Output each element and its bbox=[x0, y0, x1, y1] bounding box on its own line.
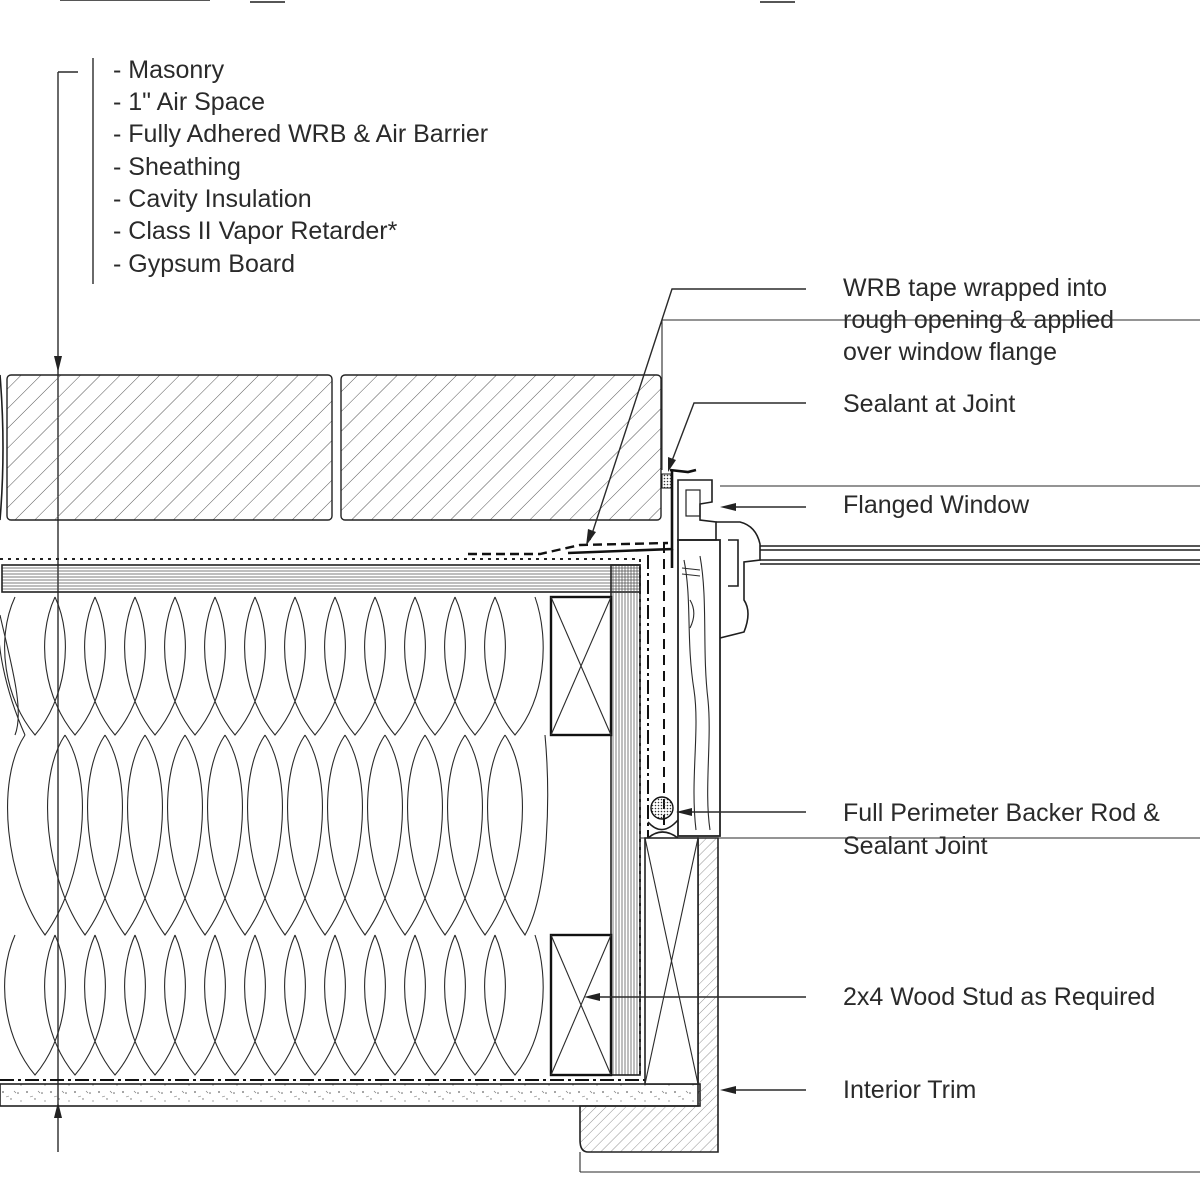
callout-sealant-joint: Sealant at Joint bbox=[843, 390, 1015, 418]
interior-trim bbox=[579, 837, 719, 1153]
layer-sheathing: - Sheathing bbox=[113, 153, 241, 181]
dimension-line bbox=[54, 71, 78, 1152]
layer-wrb-air-barrier: - Fully Adhered WRB & Air Barrier bbox=[113, 120, 488, 148]
layer-vapor-retarder: - Class II Vapor Retarder* bbox=[113, 217, 398, 245]
top-edge-marks bbox=[60, 0, 795, 3]
extension-lines bbox=[579, 319, 1200, 1173]
backer-rod-sealant bbox=[647, 796, 679, 839]
window-frame bbox=[677, 479, 1200, 639]
wrb-tape bbox=[468, 541, 669, 830]
layer-masonry: - Masonry bbox=[113, 56, 225, 84]
callout-wrb-tape-line2: rough opening & applied bbox=[843, 306, 1114, 334]
callout-wrb-tape-line1: WRB tape wrapped into bbox=[843, 274, 1107, 302]
sheathing bbox=[1, 564, 641, 1076]
callout-wood-stud: 2x4 Wood Stud as Required bbox=[843, 983, 1155, 1011]
window-flange bbox=[567, 468, 697, 568]
masonry-veneer bbox=[0, 374, 662, 521]
window-jamb-extension bbox=[677, 539, 721, 837]
callout-interior-trim: Interior Trim bbox=[843, 1076, 976, 1104]
jamb-stud bbox=[644, 837, 699, 1085]
cavity-insulation bbox=[0, 596, 549, 1076]
callout-backer-rod-line1: Full Perimeter Backer Rod & bbox=[843, 799, 1160, 827]
callout-leaders bbox=[584, 288, 806, 1094]
gypsum-board bbox=[0, 1083, 701, 1107]
wrb-air-barrier bbox=[0, 558, 641, 1075]
callout-backer-rod-line2: Sealant Joint bbox=[843, 832, 988, 860]
callout-wrb-tape-line3: over window flange bbox=[843, 338, 1057, 366]
callout-labels: WRB tape wrapped into rough opening & ap… bbox=[843, 274, 1160, 1104]
callout-flanged-window: Flanged Window bbox=[843, 491, 1030, 519]
layer-air-space: - 1" Air Space bbox=[113, 88, 265, 116]
layer-gypsum-board: - Gypsum Board bbox=[113, 250, 295, 278]
wall-studs bbox=[549, 595, 613, 1077]
layer-cavity-insulation: - Cavity Insulation bbox=[113, 185, 312, 213]
assembly-layer-list: - Masonry - 1" Air Space - Fully Adhered… bbox=[113, 56, 488, 278]
